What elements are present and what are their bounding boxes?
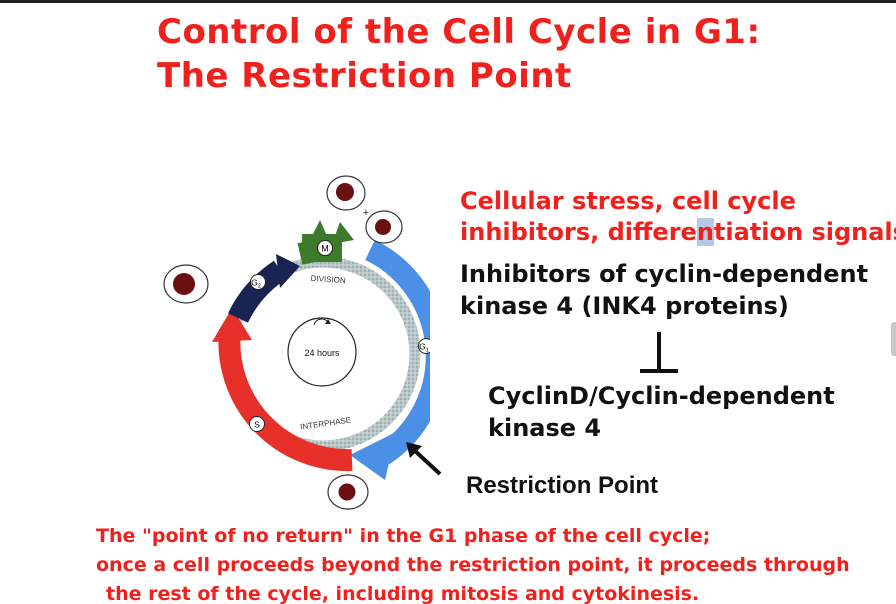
clock-arrow-head <box>325 319 331 324</box>
selection-highlight: n <box>696 218 714 246</box>
m-badge-label: M <box>321 244 329 254</box>
stress-line-2: inhibitors, differentiation signals <box>460 217 896 248</box>
cell-top <box>326 175 366 211</box>
g2-arrowhead <box>276 254 300 288</box>
title-line-2: The Restriction Point <box>157 56 572 96</box>
stress-line-1: Cellular stress, cell cycle <box>460 187 796 215</box>
stress-line-2b: tiation signals <box>713 218 896 246</box>
g1-phase-arc <box>365 240 430 470</box>
definition-line-3: the rest of the cycle, including mitosis… <box>106 583 700 604</box>
g2-phase-arc <box>228 260 287 324</box>
g2-badge-sub: 2 <box>258 284 261 290</box>
restriction-point-arrow <box>406 442 442 476</box>
ink4-line-2: kinase 4 (INK4 proteins) <box>460 292 789 320</box>
cell-cycle-diagram: M G2 G1 S DIVISION INTERPHASE 24 hours <box>163 175 430 510</box>
definition-line-1: The "point of no return" in the G1 phase… <box>96 525 711 547</box>
restriction-point-label: Restriction Point <box>466 472 659 499</box>
division-label: DIVISION <box>310 274 346 285</box>
clock-circle <box>287 317 357 387</box>
stress-line-2a: inhibitors, differe <box>460 218 697 246</box>
s-badge: S <box>249 416 265 432</box>
s-arrowhead <box>212 308 252 342</box>
plus-sign: + <box>363 207 369 219</box>
slide-title: Control of the Cell Cycle in G1: The Res… <box>157 10 761 98</box>
clock-label: 24 hours <box>304 348 340 358</box>
definition-text: The "point of no return" in the G1 phase… <box>96 522 850 604</box>
g2-badge-label: G <box>251 278 258 288</box>
ink4-text: Inhibitors of cyclin-dependent kinase 4 … <box>460 258 868 322</box>
g1-arrowhead <box>350 432 396 480</box>
cdk4-text: CyclinD/Cyclin-dependent kinase 4 <box>488 380 835 444</box>
m-badge: M <box>317 240 333 256</box>
scroll-tab[interactable] <box>891 322 896 356</box>
ink4-line-1: Inhibitors of cyclin-dependent <box>460 260 869 288</box>
g1-badge-sub: 1 <box>426 348 429 354</box>
top-edge <box>0 0 896 3</box>
g1-badge-label: G <box>419 342 426 352</box>
cell-left <box>163 264 209 304</box>
interphase-label: INTERPHASE <box>300 416 352 432</box>
svg-text:G1: G1 <box>419 342 429 354</box>
inhibition-symbol-stem <box>657 332 661 370</box>
definition-line-2: once a cell proceeds beyond the restrict… <box>96 554 850 576</box>
g1-badge: G1 <box>418 338 430 354</box>
g2-badge: G2 <box>250 274 266 290</box>
s-badge-label: S <box>254 420 260 430</box>
cell-top-right <box>365 210 403 244</box>
cdk4-line-1: CyclinD/Cyclin-dependent <box>488 382 835 410</box>
svg-text:G2: G2 <box>251 278 261 290</box>
cell-bottom <box>327 474 369 510</box>
cdk4-line-2: kinase 4 <box>488 414 602 442</box>
stress-signals-text: Cellular stress, cell cycle inhibitors, … <box>460 186 896 248</box>
title-line-1: Control of the Cell Cycle in G1: <box>157 12 761 52</box>
inhibition-symbol-bar <box>640 369 678 373</box>
